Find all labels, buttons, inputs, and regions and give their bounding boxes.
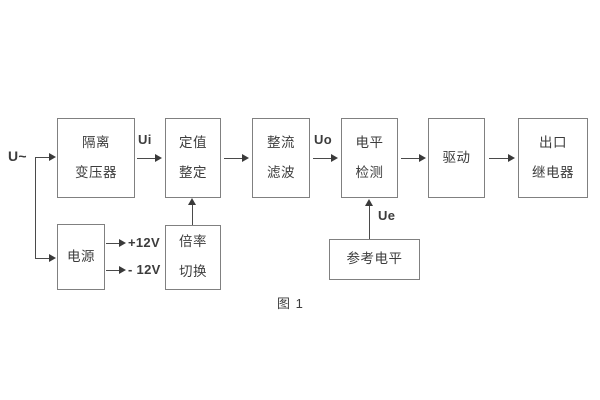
- arrowhead-reference-to-level: [365, 199, 373, 206]
- figure-caption: 图 1: [277, 296, 304, 311]
- arrowhead-drive-to-output-relay: [508, 153, 515, 162]
- block-power-supply: 电源: [57, 224, 105, 290]
- block-line: 电平: [355, 134, 384, 150]
- arrowhead-level-to-drive: [419, 153, 426, 162]
- signal-label-ue: Ue: [378, 208, 396, 223]
- arrowhead-multiplier-to-setting: [188, 198, 196, 205]
- block-reference-level: 参考电平: [329, 239, 420, 280]
- wire-rectify-to-level: [313, 157, 332, 159]
- block-line: 整定: [179, 164, 207, 180]
- arrowhead-to-isolation-transformer: [49, 153, 56, 161]
- arrowhead-rectify-to-level: [331, 153, 338, 162]
- wire-power-minus12v: [106, 269, 120, 271]
- block-output-relay: 出口 继电器: [518, 118, 588, 198]
- block-line: 电源: [67, 248, 95, 264]
- arrowhead-plus12v: [119, 238, 126, 247]
- wire-setting-to-rectify: [224, 157, 243, 159]
- input-label-u: U~: [8, 148, 27, 164]
- block-line: 定值: [179, 134, 207, 150]
- wire-drive-to-output-relay: [489, 157, 508, 159]
- wire-multiplier-to-setting: [192, 205, 194, 225]
- block-line: 变压器: [75, 164, 117, 180]
- arrowhead-minus12v: [119, 265, 126, 274]
- signal-label-ui: Ui: [138, 132, 152, 147]
- block-line: 检测: [355, 164, 384, 180]
- wire-to-isolation-transformer: [35, 157, 50, 159]
- block-line: 整流: [267, 134, 295, 150]
- arrowhead-isolation-to-setting: [155, 153, 162, 162]
- arrowhead-setting-to-rectify: [242, 153, 249, 162]
- block-level-detection: 电平 检测: [341, 118, 398, 198]
- label-plus-12v: +12V: [128, 235, 160, 250]
- block-line: 滤波: [267, 164, 295, 180]
- block-setting-value: 定值 整定: [165, 118, 221, 198]
- block-line: 驱动: [442, 149, 471, 165]
- block-line: 继电器: [532, 164, 574, 180]
- block-isolation-transformer: 隔离 变压器: [57, 118, 135, 198]
- wire-level-to-drive: [401, 157, 420, 159]
- arrowhead-to-power-supply: [49, 253, 56, 262]
- wire-to-power-supply: [35, 257, 50, 259]
- signal-label-uo: Uo: [314, 132, 332, 147]
- block-line: 出口: [539, 134, 567, 150]
- wire-input-bus: [35, 157, 37, 258]
- wire-isolation-to-setting: [137, 157, 156, 159]
- block-line: 隔离: [82, 134, 110, 150]
- block-line: 参考电平: [346, 251, 403, 267]
- block-line: 切换: [179, 264, 207, 279]
- wire-power-plus12v: [106, 242, 120, 244]
- wire-reference-to-level: [369, 206, 371, 239]
- block-drive: 驱动: [428, 118, 485, 198]
- block-line: 倍率: [179, 234, 207, 250]
- block-rectify-filter: 整流 滤波: [252, 118, 310, 198]
- label-minus-12v: - 12V: [128, 262, 161, 277]
- block-multiplier-switch: 倍率 切换: [165, 225, 221, 290]
